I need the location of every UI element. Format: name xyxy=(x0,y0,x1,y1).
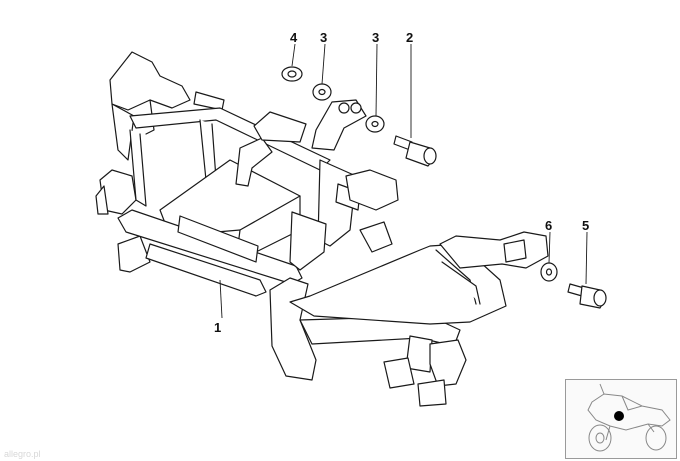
leader-4 xyxy=(291,43,296,67)
leader-1 xyxy=(219,279,223,319)
leader-5 xyxy=(585,231,588,285)
leader-3b xyxy=(375,43,378,117)
location-marker-icon xyxy=(614,411,624,421)
leader-6 xyxy=(548,231,551,264)
fastener-set-upper xyxy=(281,66,437,167)
bolt-2 xyxy=(393,135,437,167)
leader-lines xyxy=(219,43,588,319)
spacer-bushing-4 xyxy=(281,66,303,82)
callout-1: 1 xyxy=(214,320,222,335)
washer-3a xyxy=(312,83,332,101)
washer-3b xyxy=(365,115,385,133)
fastener-set-lower xyxy=(540,262,607,309)
callout-3b: 3 xyxy=(372,30,380,45)
callout-6: 6 xyxy=(545,218,553,233)
motorcycle-locator-thumbnail xyxy=(565,379,677,459)
callout-5: 5 xyxy=(582,218,590,233)
callout-2: 2 xyxy=(406,30,414,45)
front-frame xyxy=(95,51,549,407)
washer-6 xyxy=(540,262,558,282)
callout-3a: 3 xyxy=(320,30,328,45)
motorcycle-outline-icon xyxy=(587,383,671,452)
bolt-5 xyxy=(567,283,607,309)
callout-4: 4 xyxy=(290,30,298,45)
watermark: allegro.pl xyxy=(4,449,41,459)
leader-3a xyxy=(321,43,326,85)
